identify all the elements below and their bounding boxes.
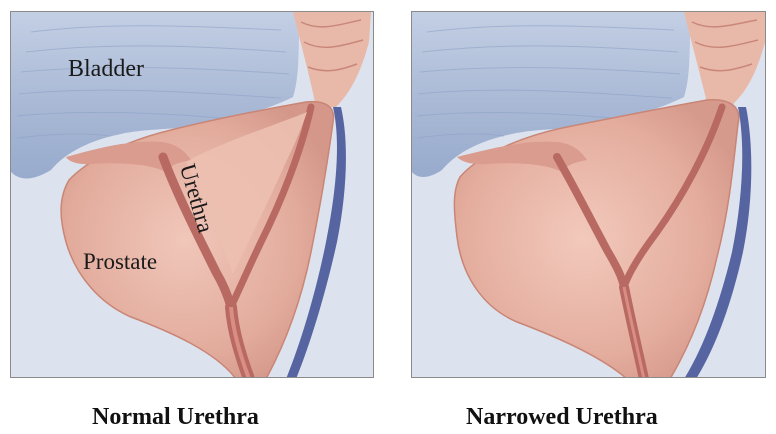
- narrowed-urethra-illustration: [411, 11, 766, 378]
- bladder-label: Bladder: [68, 56, 144, 83]
- narrowed-urethra-drawing: [412, 12, 766, 378]
- prostate-label: Prostate: [83, 249, 157, 275]
- normal-urethra-caption: Normal Urethra: [92, 404, 259, 431]
- narrowed-urethra-caption: Narrowed Urethra: [466, 404, 658, 431]
- normal-urethra-illustration: Bladder Urethra Prostate: [10, 11, 374, 378]
